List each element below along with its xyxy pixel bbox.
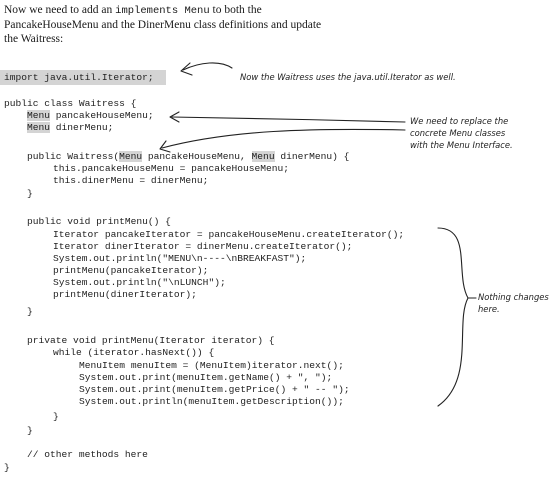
nothing-changes-line2: here. (478, 304, 500, 314)
import-arrow (182, 62, 233, 71)
replace-annotation-line3: with the Menu Interface. (410, 140, 513, 150)
replace-annotation-line2: concrete Menu classes (410, 128, 506, 138)
iterator-annotation: Now the Waitress uses the java.util.Iter… (240, 72, 456, 82)
while-line: while (iterator.hasNext()) { (53, 347, 215, 358)
printmenu-line2: Iterator dinerIterator = dinerMenu.creat… (53, 241, 353, 252)
import-arrow-head (180, 62, 193, 76)
while-body-line4: System.out.println(menuItem.getDescripti… (79, 396, 344, 407)
ctor-arrow (161, 128, 406, 149)
while-body-line2: System.out.print(menuItem.getName() + ",… (79, 372, 333, 383)
printmenu-line5: System.out.println("\nLUNCH"); (53, 277, 226, 288)
field-arrow-head (169, 111, 180, 123)
ctor-body-line2: this.dinerMenu = dinerMenu; (53, 175, 209, 186)
other-methods-comment: // other methods here (27, 449, 148, 460)
ctor-arrow-head (159, 140, 171, 153)
constructor-declaration: public Waitress(Menu pancakeHouseMenu, M… (27, 151, 349, 163)
field2-type: Menu (27, 122, 51, 133)
printmenu-declaration: public void printMenu() { (27, 216, 171, 227)
printmenu-line6: printMenu(dinerIterator); (53, 289, 197, 300)
printmenu-close-brace: } (27, 306, 33, 317)
printmenu-line3: System.out.println("MENU\n----\nBREAKFAS… (53, 253, 307, 264)
intro-text-cont: to both the PancakeHouseMenu and the Din… (4, 4, 322, 45)
class-close-brace: } (4, 462, 10, 473)
field2-name: dinerMenu; (50, 122, 114, 133)
intro-paragraph: Now we need to add an implements Menu to… (4, 3, 324, 46)
field-arrow (171, 116, 406, 123)
ctor-param2-type: Menu (251, 151, 275, 162)
while-body-line1: MenuItem menuItem = (MenuItem)iterator.n… (79, 360, 344, 371)
field1-name: pancakeHouseMenu; (50, 110, 154, 121)
ctor-body-line1: this.pancakeHouseMenu = pancakeHouseMenu… (53, 163, 290, 174)
ctor-param1-type: Menu (119, 151, 143, 162)
ctor-text-c: dinerMenu) { (274, 151, 350, 162)
class-declaration: public class Waitress { (4, 98, 137, 109)
while-body-line3: System.out.print(menuItem.getPrice() + "… (79, 384, 350, 395)
private-close-brace: } (27, 425, 33, 436)
replace-annotation-line1: We need to replace the (410, 116, 509, 126)
nothing-changes-line1: Nothing changes (478, 292, 549, 302)
import-line: import java.util.Iterator; (4, 72, 154, 83)
private-printmenu-declaration: private void printMenu(Iterator iterator… (27, 335, 275, 346)
printmenu-line1: Iterator pancakeIterator = pancakeHouseM… (53, 229, 405, 240)
printmenu-line4: printMenu(pancakeIterator); (53, 265, 209, 276)
nothing-changes-brace (437, 227, 469, 407)
field-diner: Menu dinerMenu; (27, 122, 113, 134)
field-pancake: Menu pancakeHouseMenu; (27, 110, 154, 122)
while-close-brace: } (53, 411, 59, 422)
import-highlight (0, 70, 166, 85)
intro-code-term: implements Menu (115, 5, 210, 17)
field1-type: Menu (27, 110, 51, 121)
ctor-text-a: public Waitress( (27, 151, 120, 162)
ctor-close-brace: } (27, 188, 33, 199)
ctor-text-b: pancakeHouseMenu, (142, 151, 252, 162)
intro-text: Now we need to add an (4, 4, 116, 16)
